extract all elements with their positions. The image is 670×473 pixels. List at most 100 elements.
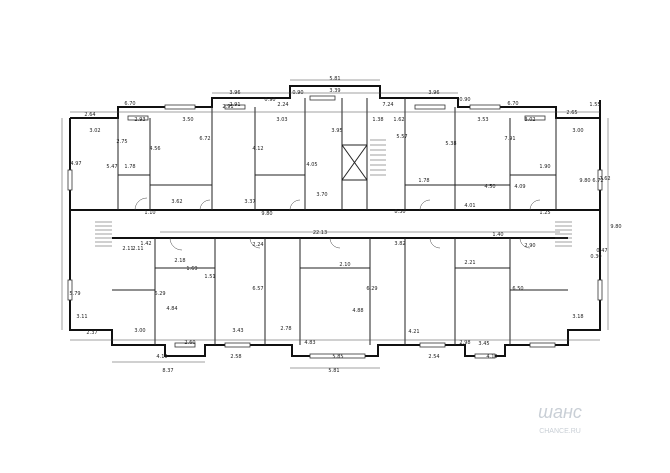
room-dimension-label: 6.50 (512, 286, 523, 292)
room-dimension-label: 5.47 (106, 164, 117, 170)
room-dimension-label: 0.30 (590, 254, 601, 260)
room-dimension-label: 4.10 (156, 354, 167, 360)
south-partitions (112, 238, 568, 345)
room-dimension-label: 1.42 (140, 241, 151, 247)
top-dimension-label: 0.90 (264, 97, 275, 103)
room-dimension-label: 2.98 (459, 340, 470, 346)
room-dimension-label: 3.02 (89, 128, 100, 134)
room-dimension-label: 0.47 (596, 248, 607, 254)
room-dimension-label: 2.21 (464, 260, 475, 266)
top-dimension-label: 0.90 (459, 97, 470, 103)
room-dimension-label: 6.72 (592, 178, 603, 184)
top-dimension-label: 1.55 (589, 102, 600, 108)
room-dimension-label: 4.56 (149, 146, 160, 152)
room-dimension-label: 8.37 (162, 368, 173, 374)
room-dimension-label: 5.38 (445, 141, 456, 147)
room-dimension-label: 1.78 (418, 178, 429, 184)
watermark-site-text: CHANCE.RU (539, 428, 581, 435)
windows (67, 95, 603, 359)
room-dimension-label: 5.79 (69, 291, 80, 297)
watermark-logo-text: шанс (538, 402, 582, 422)
room-dimension-label: 4.10 (486, 354, 497, 360)
room-dimension-label: 1.90 (539, 164, 550, 170)
door-swings (134, 197, 541, 251)
room-dimension-label: 3.82 (394, 241, 405, 247)
room-dimension-label: 2.11 (122, 246, 133, 252)
top-dimension-label: 7.24 (382, 102, 393, 108)
room-dimension-label: 1.25 (539, 210, 550, 216)
top-dimension-label: 3.39 (329, 88, 340, 94)
room-dimension-label: 1.78 (124, 164, 135, 170)
room-dimension-label: 6.29 (154, 291, 165, 297)
room-dimension-label: 1.10 (144, 210, 155, 216)
room-dimension-label: 4.84 (166, 306, 177, 312)
top-dimension-label: 3.96 (229, 90, 240, 96)
room-dimension-label: 6.72 (199, 136, 210, 142)
top-dimension-label: 6.70 (507, 101, 518, 107)
room-dimension-label: 2.37 (86, 330, 97, 336)
room-dimension-label: 3.95 (331, 128, 342, 134)
top-dimension-label: 5.81 (329, 76, 340, 82)
room-dimension-label: 4.83 (304, 340, 315, 346)
top-dimension-label: 2.65 (566, 110, 577, 116)
top-dimension-label: 6.70 (124, 101, 135, 107)
top-dimension-label: 2.64 (84, 112, 95, 118)
room-dimension-label: 4.50 (484, 184, 495, 190)
room-dimension-label: 5.81 (328, 368, 339, 374)
room-dimension-label: 4.05 (306, 162, 317, 168)
room-dimension-label: 6.57 (252, 286, 263, 292)
stair-core (95, 139, 572, 247)
room-dimension-label: 7.91 (504, 136, 515, 142)
top-dimension-label: 3.96 (428, 90, 439, 96)
room-dimension-label: 2.18 (174, 258, 185, 264)
room-dimension-label: 9.80 (261, 211, 272, 217)
room-dimension-label: 2.91 (229, 102, 240, 108)
room-dimension-label: 3.62 (171, 199, 182, 205)
room-dimension-label: 3.53 (477, 117, 488, 123)
room-dimension-label: 4.09 (514, 184, 525, 190)
room-dimension-label: 3.00 (134, 328, 145, 334)
room-dimension-label: 3.03 (276, 117, 287, 123)
room-dimension-label: 2.54 (428, 354, 439, 360)
room-dimension-label: 2.78 (280, 326, 291, 332)
room-dimension-label: 4.01 (464, 203, 475, 209)
top-dimension-label: 2.24 (277, 102, 288, 108)
room-dimension-label: 3.45 (478, 341, 489, 347)
room-dimension-label: 22.13 (313, 230, 327, 236)
room-dimension-label: 4.88 (352, 308, 363, 314)
room-dimension-label: 2.24 (252, 242, 263, 248)
outer-walls (69, 85, 601, 357)
room-dimension-label: 3.50 (182, 117, 193, 123)
room-dimension-label: 9.80 (610, 224, 621, 230)
watermark-logo: шанс CHANCE.RU (538, 402, 582, 435)
room-dimension-label: 1.51 (204, 274, 215, 280)
room-dimension-label: 7.62 (599, 176, 610, 182)
room-dimension-label: 1.69 (186, 266, 197, 272)
room-dimension-label: 3.02 (524, 117, 535, 123)
room-dimension-label: 4.12 (252, 146, 263, 152)
room-dimension-label: 1.40 (492, 232, 503, 238)
room-dimension-label: 2.60 (184, 340, 195, 346)
room-dimension-label: 2.10 (339, 262, 350, 268)
corridor (70, 209, 600, 239)
room-dimension-label: 3.18 (572, 314, 583, 320)
room-dimension-label: 3.37 (244, 199, 255, 205)
room-dimension-label: 6.29 (366, 286, 377, 292)
room-dimension-label: 8.30 (394, 209, 405, 215)
dimension-labels: 2.646.703.962.910.902.240.905.813.397.24… (69, 76, 621, 374)
room-dimension-label: 3.70 (316, 192, 327, 198)
room-dimension-label: 2.58 (230, 354, 241, 360)
room-dimension-label: 5.57 (396, 134, 407, 140)
room-dimension-label: 2.75 (116, 139, 127, 145)
room-dimension-label: 1.38 (372, 117, 383, 123)
top-dimension-label: 2.91 (222, 104, 233, 110)
room-dimension-label: 1.62 (393, 117, 404, 123)
room-dimension-label: 2.90 (524, 243, 535, 249)
top-dimension-label: 0.90 (292, 90, 303, 96)
room-dimension-label: 2.93 (134, 117, 145, 123)
room-dimension-label: 3.00 (572, 128, 583, 134)
north-partitions (117, 98, 557, 210)
room-dimension-label: 3.43 (232, 328, 243, 334)
room-dimension-label: 2.11 (132, 246, 143, 252)
